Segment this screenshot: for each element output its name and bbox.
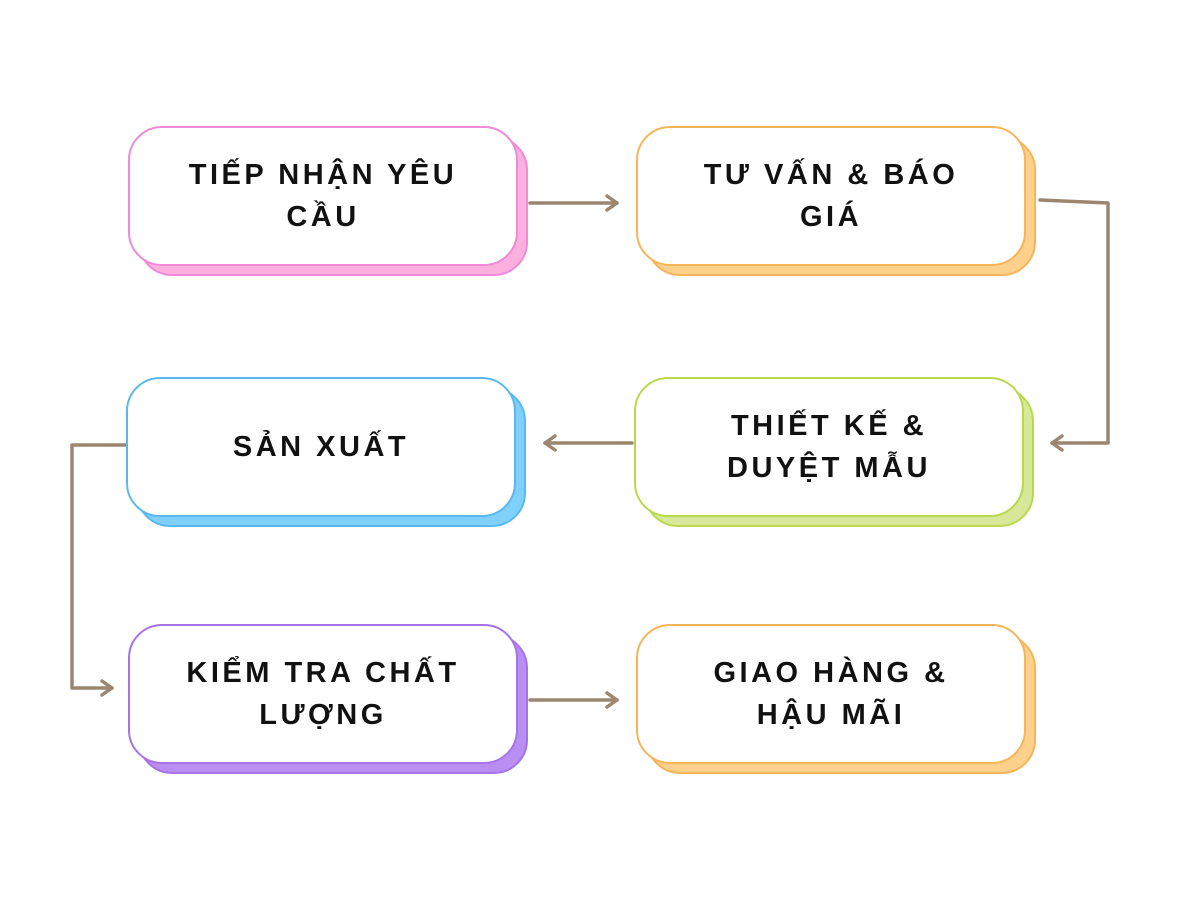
step-tiep-nhan-yeu-cau: TIẾP NHẬN YÊU CẦU <box>128 126 528 276</box>
step-label: TIẾP NHẬN YÊU CẦU <box>188 159 458 233</box>
card: GIAO HÀNG & HẬU MÃI <box>636 624 1026 764</box>
step-kiem-tra-chat-luong: KIỂM TRA CHẤT LƯỢNG <box>128 624 528 774</box>
step-giao-hang-hau-mai: GIAO HÀNG & HẬU MÃI <box>636 624 1036 774</box>
card: KIỂM TRA CHẤT LƯỢNG <box>128 624 518 764</box>
card: TIẾP NHẬN YÊU CẦU <box>128 126 518 266</box>
step-label: KIỂM TRA CHẤT LƯỢNG <box>186 657 460 731</box>
step-san-xuat: SẢN XUẤT <box>126 377 526 527</box>
step-label: GIAO HÀNG & HẬU MÃI <box>713 657 949 731</box>
arrow-step2-to-step3 <box>1038 198 1110 452</box>
arrow-step4-to-step5 <box>70 443 128 697</box>
card: SẢN XUẤT <box>126 377 516 517</box>
step-tu-van-bao-gia: TƯ VẤN & BÁO GIÁ <box>636 126 1036 276</box>
card: THIẾT KẾ & DUYỆT MẪU <box>634 377 1024 517</box>
step-thiet-ke-duyet-mau: THIẾT KẾ & DUYỆT MẪU <box>634 377 1034 527</box>
arrow-step1-to-step2 <box>528 194 619 212</box>
step-label: THIẾT KẾ & DUYỆT MẪU <box>727 410 931 484</box>
arrow-step3-to-step4 <box>543 434 634 452</box>
card: TƯ VẤN & BÁO GIÁ <box>636 126 1026 266</box>
step-label: SẢN XUẤT <box>232 431 410 463</box>
step-label: TƯ VẤN & BÁO GIÁ <box>703 159 959 233</box>
arrow-step5-to-step6 <box>528 691 619 709</box>
